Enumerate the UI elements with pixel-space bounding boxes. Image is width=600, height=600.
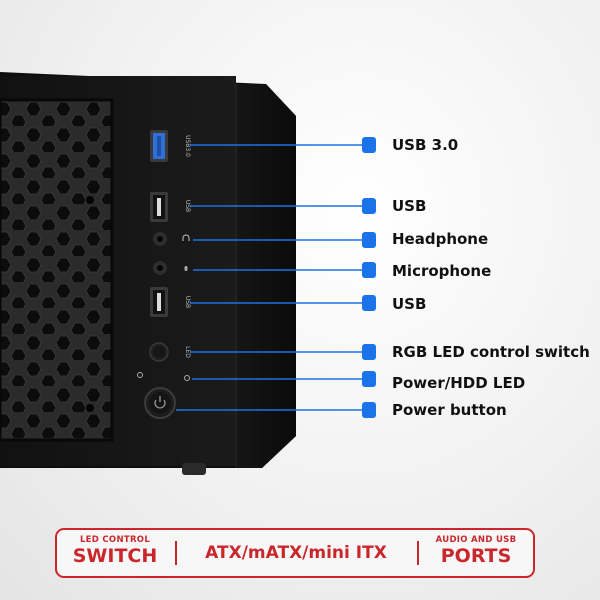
led-switch-label: LED	[184, 346, 191, 358]
spec-divider-2	[417, 541, 419, 565]
usb-port-bottom-label: USB	[184, 296, 191, 308]
callout-marker-power-led	[362, 371, 376, 387]
callout-label-led-switch: RGB LED control switch	[392, 343, 590, 361]
spec-ports-small: AUDIO AND USB	[435, 535, 517, 545]
headphone-jack[interactable]	[153, 232, 167, 246]
callout-label-power-led: Power/HDD LED	[392, 374, 526, 392]
spec-divider-1	[175, 541, 177, 565]
callout-label-usb-top: USB	[392, 197, 427, 215]
callout-marker-headphone	[362, 232, 376, 248]
callout-marker-led-switch	[362, 344, 376, 360]
microphone-jack[interactable]	[153, 261, 167, 275]
spec-form-factor-text: ATX/mATX/mini ITX	[205, 543, 387, 563]
spec-led-switch: LED CONTROL SWITCH	[65, 530, 165, 576]
callout-label-usb-bottom: USB	[392, 295, 427, 313]
spec-form-factor: ATX/mATX/mini ITX	[183, 530, 409, 576]
callout-label-power-button: Power button	[392, 401, 507, 419]
power-button[interactable]	[144, 387, 176, 419]
callout-marker-microphone	[362, 262, 376, 278]
hdd-led-icon	[137, 372, 143, 378]
callout-label-usb3: USB 3.0	[392, 136, 459, 154]
hex-mesh-panel	[0, 98, 114, 442]
callout-leader-lines	[176, 144, 362, 411]
power-led-indicator	[184, 375, 190, 381]
callout-marker-usb3	[362, 137, 376, 153]
spec-ports: AUDIO AND USB PORTS	[423, 530, 529, 576]
callout-marker-power-button	[362, 402, 376, 418]
usb-port-top-label: USB	[184, 200, 191, 212]
case-foot	[182, 463, 206, 475]
usb3-port[interactable]	[150, 130, 168, 162]
callout-marker-usb-top	[362, 198, 376, 214]
spec-led-switch-big: SWITCH	[72, 545, 158, 567]
callout-label-headphone: Headphone	[392, 230, 489, 248]
usb3-port-label: USB3.0	[184, 135, 191, 157]
microphone-icon	[184, 266, 188, 271]
spec-ports-big: PORTS	[440, 545, 512, 567]
usb-port-bottom[interactable]	[150, 287, 168, 317]
usb-port-top[interactable]	[150, 192, 168, 222]
headphone-icon	[182, 234, 190, 241]
callout-marker-usb-bottom	[362, 295, 376, 311]
rgb-led-control-switch[interactable]	[149, 342, 169, 362]
power-icon	[154, 396, 166, 409]
front-io-panel: USB3.0 USB USB	[137, 130, 191, 419]
callout-label-microphone: Microphone	[392, 262, 492, 280]
spec-led-switch-small: LED CONTROL	[79, 535, 151, 545]
spec-bar: LED CONTROL SWITCH ATX/mATX/mini ITX AUD…	[55, 528, 535, 578]
